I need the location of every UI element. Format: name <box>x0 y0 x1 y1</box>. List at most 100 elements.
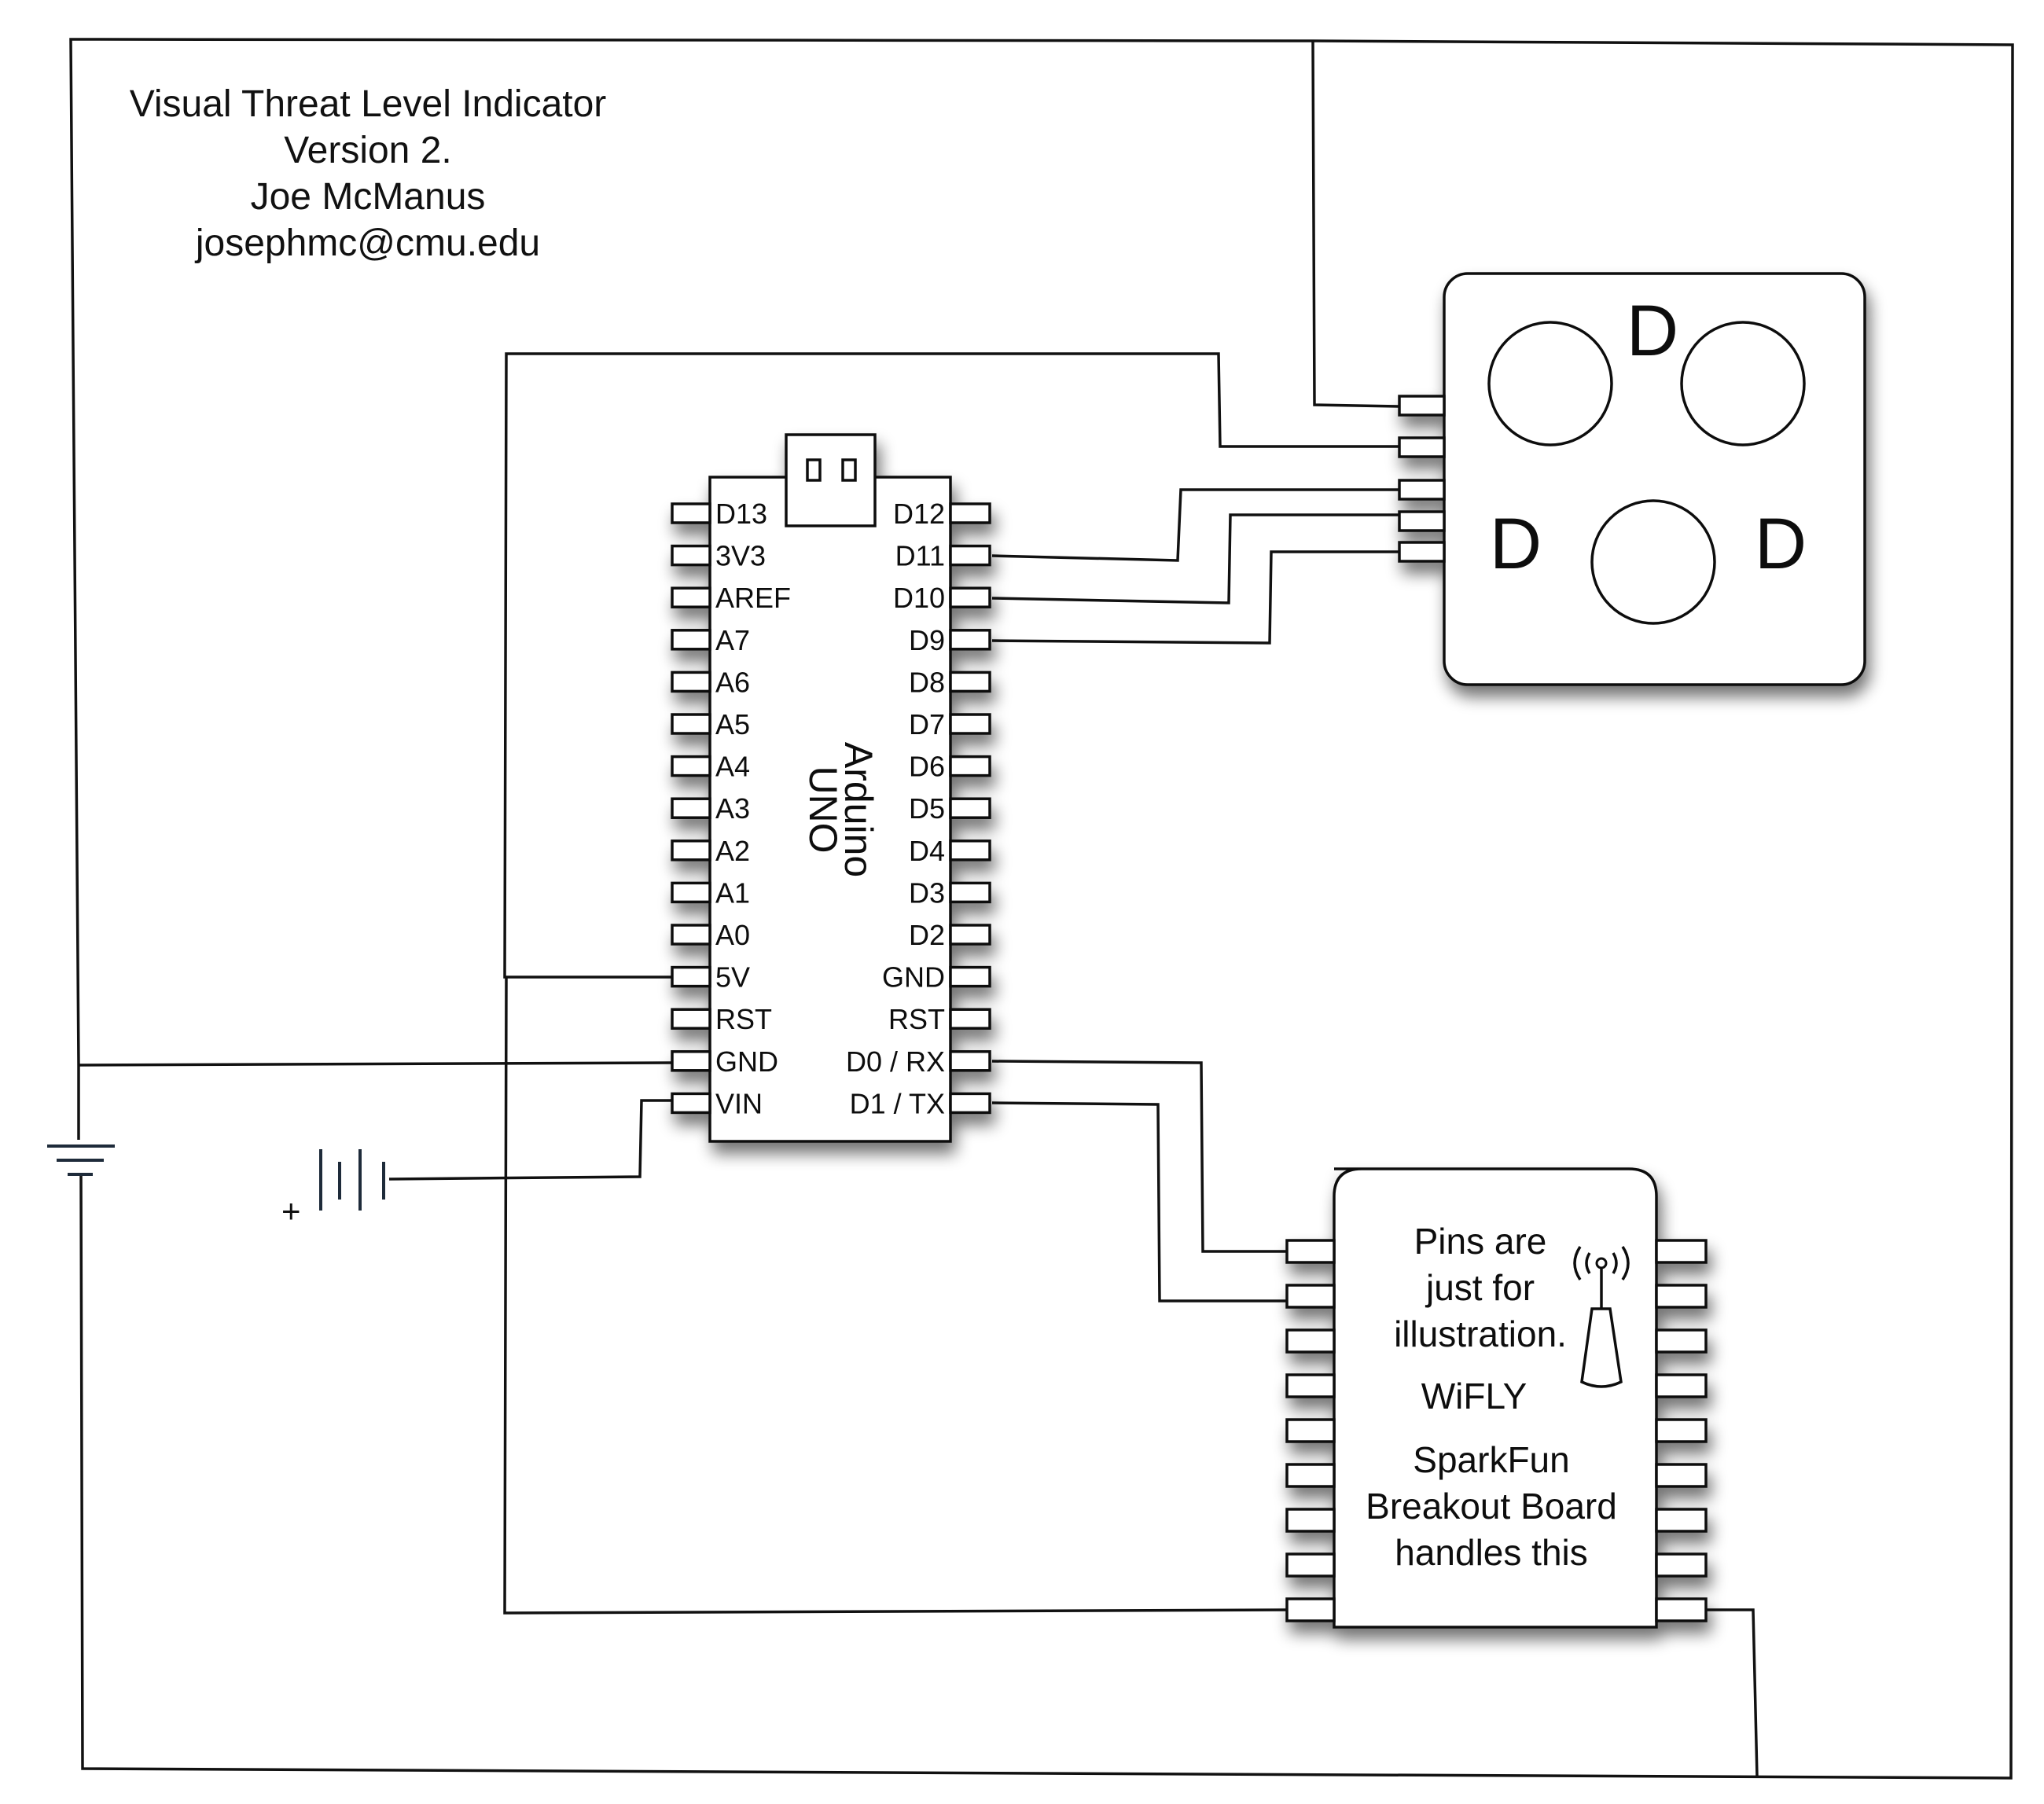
arduino-pin-label-right-d12: D12 <box>893 498 945 530</box>
arduino-pin-left-a7 <box>671 629 711 651</box>
arduino-pin-left-a4 <box>671 755 711 777</box>
wifly-pin-left-2 <box>1285 1284 1336 1309</box>
wifly-pin-left-5 <box>1285 1418 1336 1443</box>
diagram-version: Version 2. <box>284 130 451 171</box>
wifly-pin-left-4 <box>1285 1373 1336 1398</box>
5v-rail-wire <box>503 352 1399 979</box>
arduino-pin-left-a0 <box>671 924 711 946</box>
wifly-note-line-1: Pins are <box>1414 1221 1547 1262</box>
wifly-note-line-3: illustration. <box>1394 1314 1567 1354</box>
arduino-pin-label-right-d2: D2 <box>909 919 945 951</box>
wifly-desc-line-2: Breakout Board <box>1366 1486 1617 1527</box>
led-pin-3 <box>1398 479 1446 501</box>
led-die-label-2: D <box>1490 504 1542 584</box>
d9-wire <box>991 550 1399 645</box>
arduino-pin-right-d2 <box>949 924 991 946</box>
arduino-pin-label-right-gnd: GND <box>882 961 945 994</box>
arduino-pin-right-d12 <box>949 502 991 524</box>
arduino-pin-right-d4 <box>949 840 991 862</box>
arduino-pin-label-right-rst: RST <box>888 1003 945 1035</box>
led-circle-3 <box>1590 499 1716 625</box>
arduino-pin-label-left-a0: A0 <box>715 919 750 951</box>
wifly-right-pins <box>1655 1239 1708 1622</box>
wifly-pin-right-1 <box>1655 1239 1708 1264</box>
wifly-pin-left-7 <box>1285 1508 1336 1533</box>
led-pin-4 <box>1398 510 1446 532</box>
arduino-pin-left-d13 <box>671 502 711 524</box>
arduino-pin-right-d9 <box>949 629 991 651</box>
led-circle-1 <box>1487 321 1613 446</box>
arduino-pin-right-d5 <box>949 797 991 819</box>
arduino-pin-label-left-aref: AREF <box>715 582 791 614</box>
arduino-pin-right-d3 <box>949 881 991 904</box>
gnd-wire <box>78 1061 673 1067</box>
arduino-pin-left-a6 <box>671 671 711 693</box>
arduino-pin-left-gnd <box>671 1050 711 1072</box>
arduino-pin-right-d6 <box>949 755 991 777</box>
arduino-pin-left-vin <box>671 1092 711 1115</box>
usb-slot-right <box>841 458 857 482</box>
led-die-label-3: D <box>1755 504 1807 584</box>
battery-symbol: + <box>281 1149 385 1229</box>
title-block: Visual Threat Level Indicator Version 2.… <box>130 83 607 264</box>
arduino-pin-left-aref <box>671 586 711 608</box>
wifly-pin-left-6 <box>1285 1463 1336 1488</box>
arduino-pin-left-a2 <box>671 840 711 862</box>
wifly-pin-right-3 <box>1655 1328 1708 1354</box>
arduino-pin-label-left-a1: A1 <box>715 876 750 909</box>
arduino-pin-right-d8 <box>949 671 991 693</box>
wifly-pin-right-4 <box>1655 1373 1708 1398</box>
arduino-pin-label-left-3v3: 3V3 <box>715 540 766 572</box>
wifly-note-line-2: just for <box>1425 1267 1535 1308</box>
battery-plus-label: + <box>281 1192 301 1229</box>
wifly-pin-right-8 <box>1655 1552 1708 1578</box>
d10-wire <box>991 513 1399 604</box>
arduino-name: Arduino <box>836 742 880 877</box>
arduino-pin-label-left-gnd: GND <box>715 1045 778 1078</box>
arduino-pin-left-a3 <box>671 797 711 819</box>
wifly-pin-right-9 <box>1655 1597 1708 1622</box>
arduino-pin-label-left-a5: A5 <box>715 708 750 740</box>
d1-tx-wire <box>991 1101 1287 1302</box>
wifly-body <box>1333 1167 1658 1629</box>
wifly-gnd-wire <box>1706 1608 1759 1777</box>
d11-wire <box>991 488 1399 562</box>
arduino-pin-label-left-d13: D13 <box>715 498 767 530</box>
wifly-desc-line-1: SparkFun <box>1413 1439 1569 1480</box>
led-pin-1 <box>1398 395 1446 417</box>
arduino-pin-label-right-d10: D10 <box>893 582 945 614</box>
diagram-title: Visual Threat Level Indicator <box>130 83 607 125</box>
arduino-model: UNO <box>801 766 845 853</box>
5v-to-wifly-wire <box>503 976 1288 1615</box>
led-pin-5 <box>1398 541 1446 563</box>
diagram-email: josephmc@cmu.edu <box>194 222 540 264</box>
arduino-body <box>708 476 952 1143</box>
led-module: D D D <box>1398 272 1866 686</box>
led-pin1-wire <box>1311 40 1400 408</box>
arduino-pin-label-left-rst: RST <box>715 1003 772 1035</box>
led-pin-2 <box>1398 436 1446 458</box>
led-circle-2 <box>1680 321 1806 446</box>
arduino-pin-label-right-d3: D3 <box>909 876 945 909</box>
wires <box>69 38 2014 1780</box>
wifly-pin-right-2 <box>1655 1284 1708 1309</box>
arduino-pin-label-right-d11: D11 <box>895 540 945 572</box>
arduino-pin-label-left-a6: A6 <box>715 666 750 698</box>
wifly-name: WiFLY <box>1421 1376 1527 1416</box>
arduino-pin-right-d10 <box>949 586 991 608</box>
usb-connector <box>785 433 877 527</box>
wifly-module: Pins are just for illustration. WiFLY Sp… <box>1285 1167 1708 1629</box>
wifly-pin-left-1 <box>1285 1239 1336 1264</box>
arduino-pin-right-d0-rx <box>949 1050 991 1072</box>
wifly-left-pins <box>1285 1239 1336 1622</box>
arduino-pin-label-right-d1-tx: D1 / TX <box>850 1087 945 1119</box>
arduino-pin-label-left-a7: A7 <box>715 624 750 656</box>
wifly-pin-left-3 <box>1285 1328 1336 1354</box>
wifly-pin-right-7 <box>1655 1508 1708 1533</box>
d0-rx-wire <box>991 1060 1287 1253</box>
arduino-pin-label-right-d6: D6 <box>909 751 945 783</box>
arduino-pin-label-right-d4: D4 <box>909 835 945 867</box>
